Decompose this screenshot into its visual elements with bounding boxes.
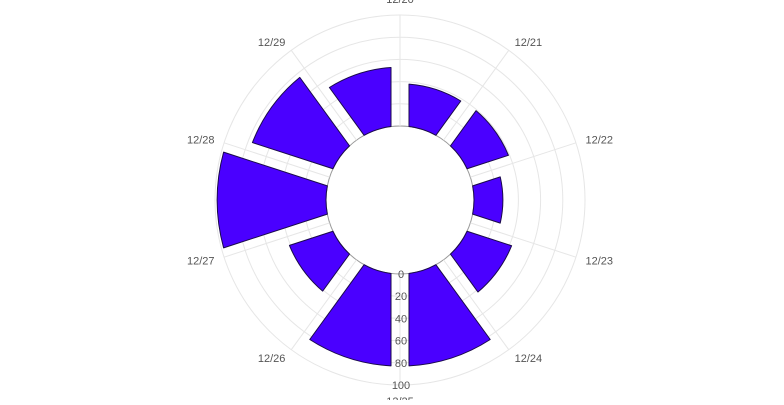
grid-spoke [470,142,577,178]
grid-spoke [443,259,510,350]
grid-ring [325,125,475,275]
grid-spoke [290,50,357,141]
radial-tick-label: 100 [392,380,410,392]
radial-tick-label: 40 [395,313,407,325]
radial-tick-label: 80 [395,358,407,370]
radial-tick-label: 0 [398,269,404,281]
grid-spoke [290,259,357,350]
angle-label: 12/24 [515,353,543,365]
angle-label: 12/28 [187,135,215,147]
bar-12-22 [472,176,504,224]
angle-label: 12/20 [386,0,414,6]
angle-label: 12/26 [258,353,286,365]
grid-spoke [443,50,510,141]
bar-12-20 [408,83,462,136]
angle-label: 12/22 [585,135,613,147]
grid-spoke [223,222,330,258]
bar-12-24 [408,264,491,367]
bar-12-25 [309,264,392,367]
grid-spoke [223,142,330,178]
radial-tick-label: 60 [395,336,407,348]
angle-label: 12/25 [386,396,414,400]
bar-12-26 [288,230,351,292]
radial-axis-labels: 0 20 40 60 80 100 [392,269,410,392]
angle-label: 12/21 [515,37,543,49]
bar-12-23 [449,230,513,293]
angle-label: 12/27 [187,255,215,267]
bars [216,66,513,367]
bar-12-29 [328,66,392,136]
bar-12-27 [216,151,328,249]
bar-12-21 [449,110,509,170]
bar-12-28 [251,76,351,170]
grid-spoke [470,222,577,258]
angle-label: 12/29 [258,37,286,49]
radial-tick-label: 20 [395,291,407,303]
angle-label: 12/23 [585,255,613,267]
